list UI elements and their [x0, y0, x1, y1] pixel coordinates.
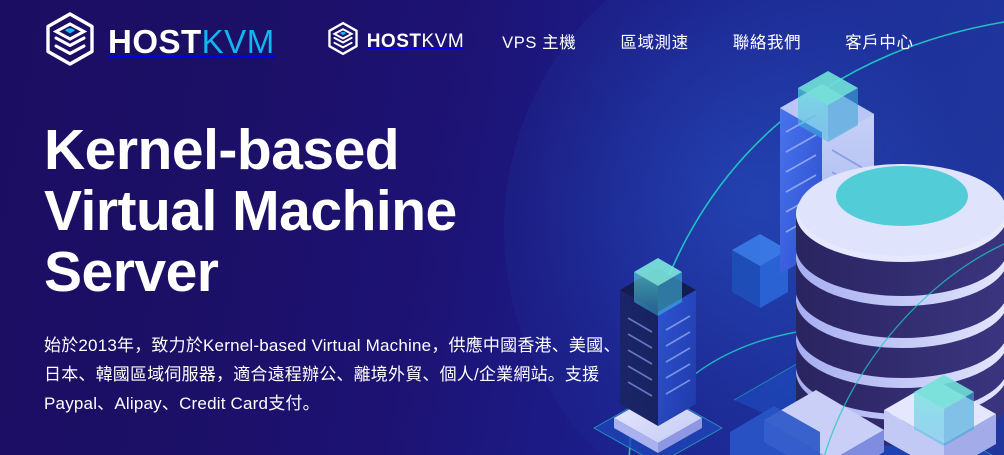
- brand-wordmark-primary: HOSTKVM: [108, 25, 275, 58]
- hero-headline: Kernel-based Virtual Machine Server: [44, 120, 644, 303]
- hostkvm-hexagon-stack-icon-small: [327, 21, 359, 61]
- brand-wordmark-host-secondary: HOST: [366, 30, 422, 52]
- nav-item-vps-hosting[interactable]: VPS 主機: [502, 34, 577, 52]
- brand-logo-secondary[interactable]: HOSTKVM: [327, 21, 464, 61]
- site-header: HOSTKVM HOSTKVM VPS 主機 區域測速 聯絡我們 客戶中心: [0, 0, 1004, 82]
- hero-headline-line-2: Virtual Machine: [44, 178, 457, 243]
- hostkvm-hexagon-stack-icon: [44, 11, 96, 72]
- hero-description: 始於2013年，致力於Kernel-based Virtual Machine，…: [44, 335, 621, 414]
- brand-wordmark-host: HOST: [108, 22, 202, 60]
- brand-wordmark-kvm-secondary: KVM: [421, 30, 465, 52]
- nav-item-contact-us[interactable]: 聯絡我們: [732, 34, 802, 52]
- hero-headline-line-3: Server: [44, 239, 219, 304]
- brand-logo-primary[interactable]: HOSTKVM: [44, 11, 275, 72]
- nav-item-region-speedtest[interactable]: 區域測速: [620, 34, 689, 52]
- brand-wordmark-secondary: HOSTKVM: [367, 32, 464, 51]
- brand-wordmark-kvm: KVM: [201, 22, 275, 60]
- hero-copy: Kernel-based Virtual Machine Server 始於20…: [44, 120, 644, 419]
- hero-headline-line-1: Kernel-based: [44, 118, 400, 182]
- nav-item-client-center[interactable]: 客戶中心: [845, 34, 914, 52]
- main-navigation: VPS 主機 區域測速 聯絡我們 客戶中心: [502, 29, 913, 53]
